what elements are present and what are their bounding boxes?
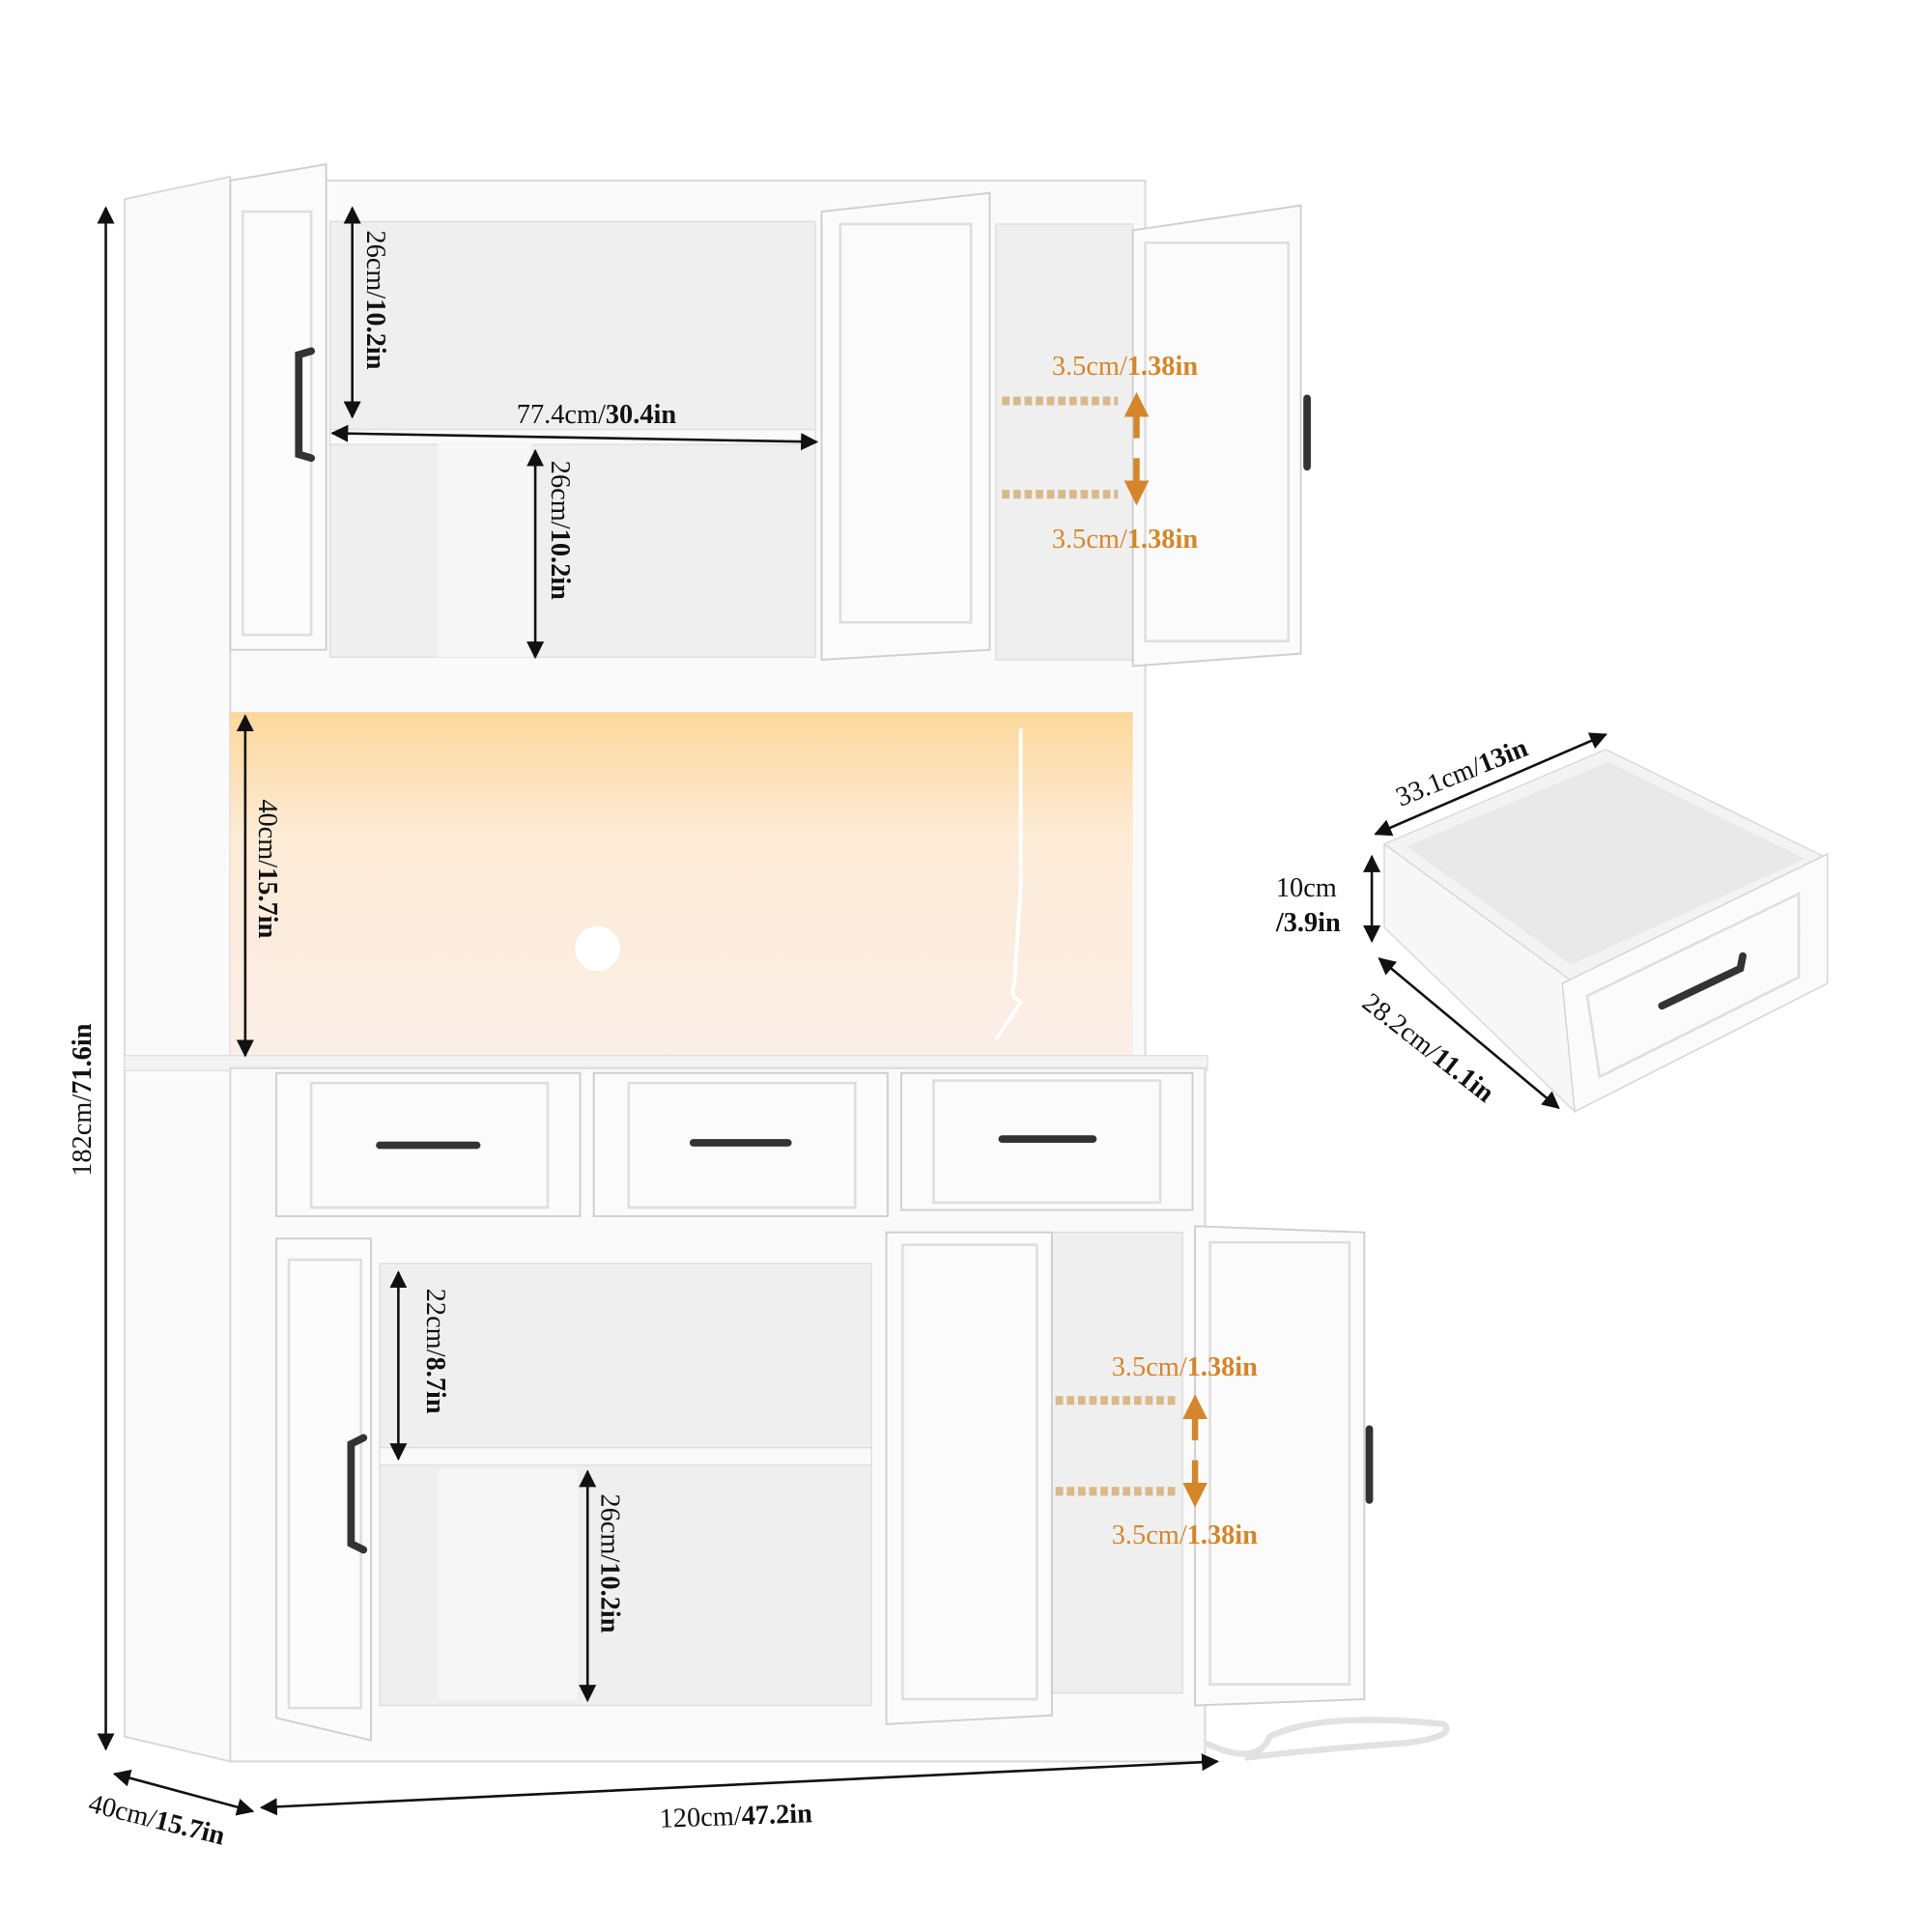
upper-center-door[interactable] xyxy=(820,191,991,662)
lower-adjust-up-label: 3.5cm/1.38in xyxy=(1112,1352,1258,1382)
upper-adjust-down-label: 3.5cm/1.38in xyxy=(1052,525,1198,554)
lower-center-door[interactable] xyxy=(885,1231,1053,1725)
upper-adjust-up-label: 3.5cm/1.38in xyxy=(1052,352,1198,382)
cabinet-side-panel xyxy=(123,175,232,1763)
drawer-width-arrow xyxy=(1374,732,1608,837)
drawer-front xyxy=(1561,852,1829,1113)
width-arrow xyxy=(259,1753,1220,1816)
drawer-handle xyxy=(1658,952,1747,1010)
cabinet xyxy=(123,162,1450,1763)
lower-right-door[interactable] xyxy=(1194,1225,1374,1707)
led-cable xyxy=(994,727,1024,1041)
power-cord xyxy=(1204,1717,1450,1761)
upper-right-compartment xyxy=(995,223,1134,661)
lower-top-shelf-label: 22cm/8.7in xyxy=(420,1289,450,1414)
drawer-height-cm-label: 10cm xyxy=(1276,873,1337,903)
upper-width-arrow xyxy=(330,424,819,451)
width-label: 120cm/47.2in xyxy=(659,1799,812,1834)
drawer-1[interactable] xyxy=(275,1071,582,1217)
upper-right-door[interactable] xyxy=(1131,204,1311,668)
drawer-2[interactable] xyxy=(592,1071,889,1217)
drawer-front-inset xyxy=(1585,892,1801,1079)
upper-width-label: 77.4cm/30.4in xyxy=(517,400,677,430)
lower-bottom-shelf-label: 26cm/10.2in xyxy=(594,1493,624,1633)
lower-left-door[interactable] xyxy=(275,1237,372,1742)
upper-left-shelf-label: 26cm/10.2in xyxy=(360,230,390,369)
open-shelf-label: 40cm/15.7in xyxy=(252,799,282,938)
lower-right-compartment xyxy=(1051,1232,1183,1694)
cable-hole xyxy=(575,925,620,972)
depth-arrow xyxy=(112,1769,255,1816)
drawer-depth-arrow xyxy=(1378,957,1560,1110)
drawer-3[interactable] xyxy=(900,1071,1194,1211)
upper-lower-shelf-label: 26cm/10.2in xyxy=(545,461,575,600)
dimension-arrows xyxy=(97,206,1608,1816)
lower-divider xyxy=(438,1468,578,1700)
upper-divider xyxy=(438,441,532,658)
lower-shelf xyxy=(379,1447,872,1466)
height-label: 182cm/71.6in xyxy=(68,1023,98,1177)
upper-left-door[interactable] xyxy=(229,162,327,651)
lower-adjust-down-label: 3.5cm/1.38in xyxy=(1112,1520,1258,1550)
led-open-shelf xyxy=(230,712,1133,1059)
drawer-height-in-label: /3.9in xyxy=(1275,908,1341,938)
